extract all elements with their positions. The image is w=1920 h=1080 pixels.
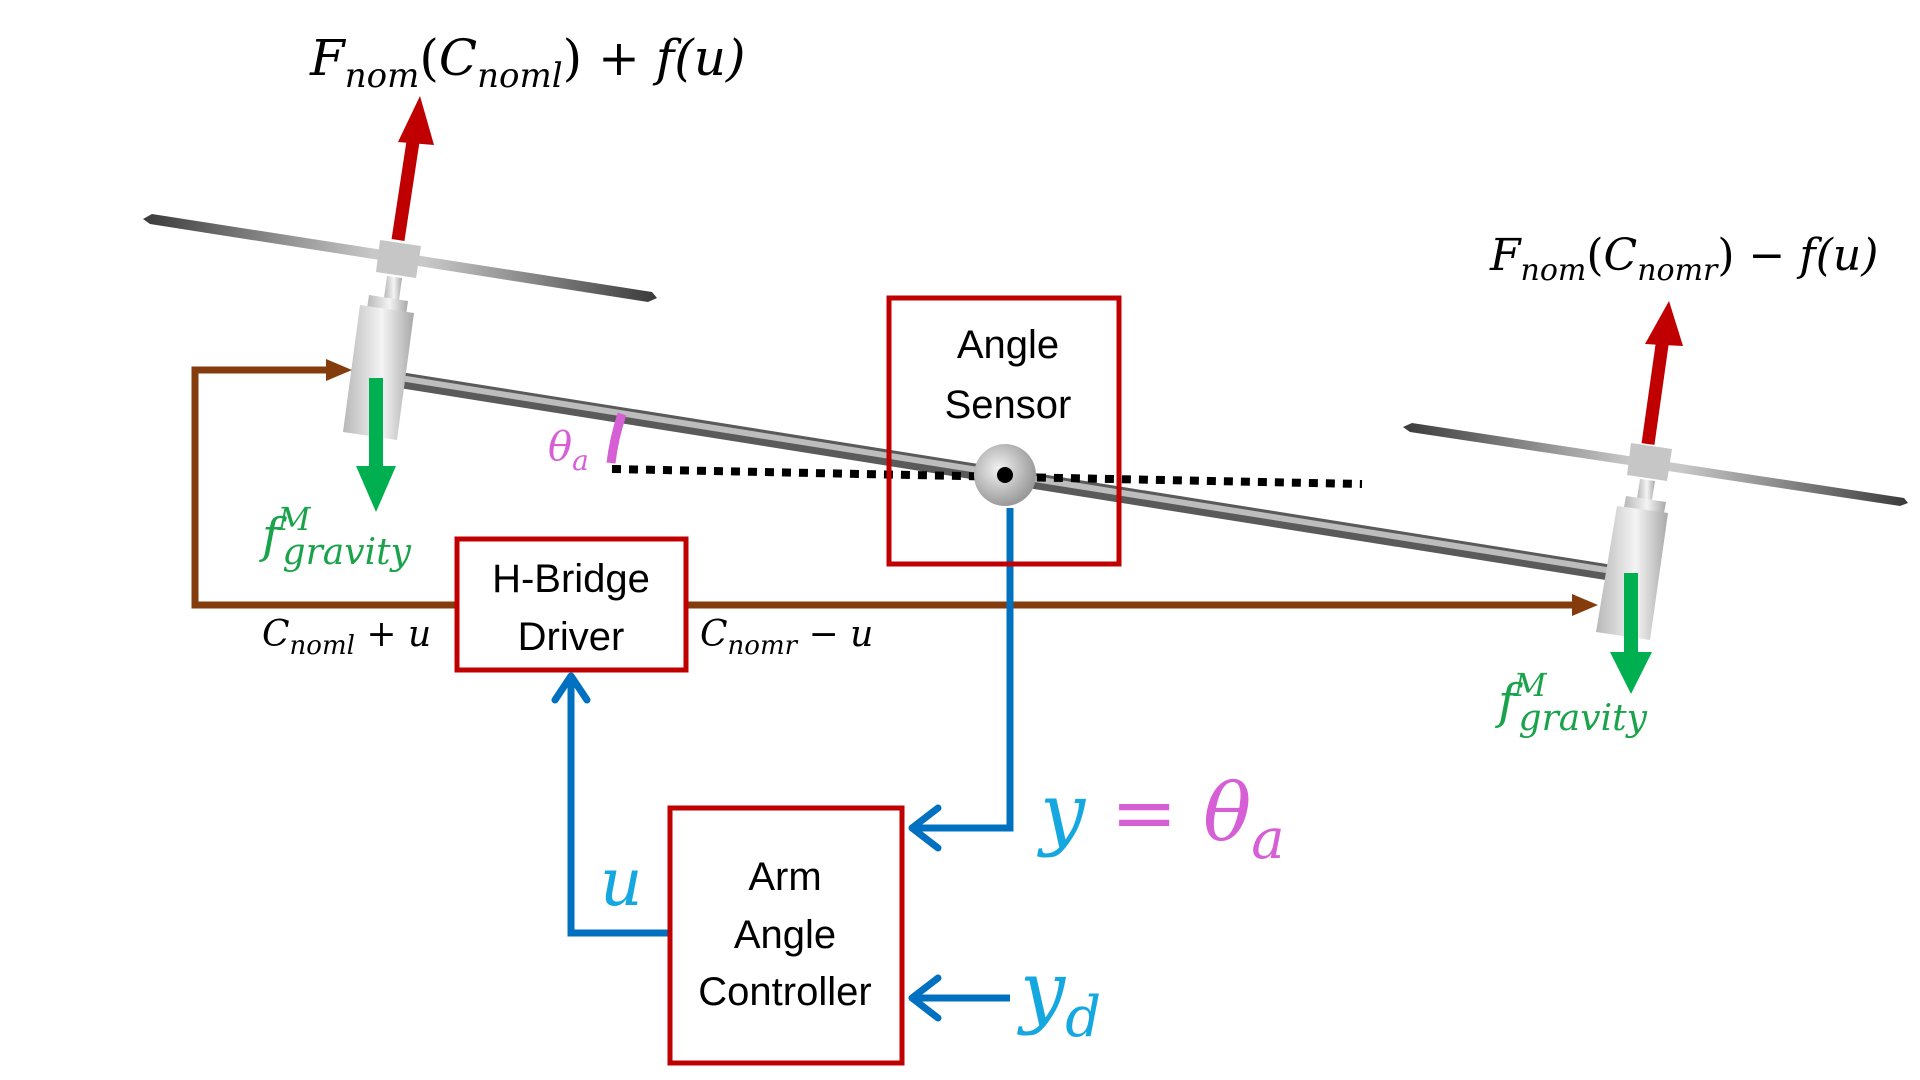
- controller-label-line2: Angle: [734, 913, 836, 957]
- h-bridge-block[interactable]: H-Bridge Driver: [454, 536, 689, 673]
- angle-sensor-block[interactable]: Angle Sensor: [886, 295, 1122, 567]
- output-equation: y = θa: [1037, 766, 1285, 872]
- right-command-label: Cnomr − u: [700, 614, 873, 661]
- h-bridge-label-line1: H-Bridge: [492, 557, 650, 601]
- angle-arc: [606, 412, 627, 464]
- left-motor-body: [343, 305, 414, 440]
- sensor-output-line: [908, 508, 1014, 852]
- right-command-line: [688, 594, 1598, 616]
- left-thrust-arrow: [391, 96, 434, 241]
- controller-label-line3: Controller: [698, 970, 871, 1014]
- angle-label: θa: [548, 424, 589, 477]
- angle-sensor-label-line1: Angle: [957, 323, 1059, 367]
- reference-input-line: [908, 974, 1010, 1022]
- right-rotor-hub: [1627, 443, 1672, 481]
- right-motor-shaft: [1637, 479, 1655, 500]
- left-command-label: Cnoml + u: [262, 614, 431, 661]
- angle-sensor-label-line2: Sensor: [945, 383, 1072, 427]
- left-thrust-label: Fnom(Cnoml) + f(u): [309, 29, 746, 96]
- left-command-line: [191, 359, 455, 609]
- right-thrust-label: Fnom(Cnomr) − f(u): [1489, 230, 1878, 288]
- right-rotor: [1403, 423, 1908, 640]
- right-gravity-arrow: [1610, 573, 1652, 694]
- controller-block[interactable]: Arm Angle Controller: [667, 805, 905, 1066]
- left-motor-shaft: [384, 276, 402, 300]
- right-motor-cap: [1624, 496, 1666, 513]
- reference-label: yd: [1017, 944, 1101, 1050]
- left-rotor: [143, 214, 657, 440]
- left-gravity-arrow: [356, 378, 396, 512]
- control-signal-line: [551, 672, 668, 937]
- control-signal-label: u: [600, 844, 643, 921]
- h-bridge-label-line2: Driver: [518, 615, 625, 659]
- pivot-joint: [974, 444, 1036, 506]
- controller-label-line1: Arm: [748, 855, 821, 899]
- right-thrust-arrow: [1641, 301, 1683, 445]
- left-rotor-hub: [376, 240, 421, 278]
